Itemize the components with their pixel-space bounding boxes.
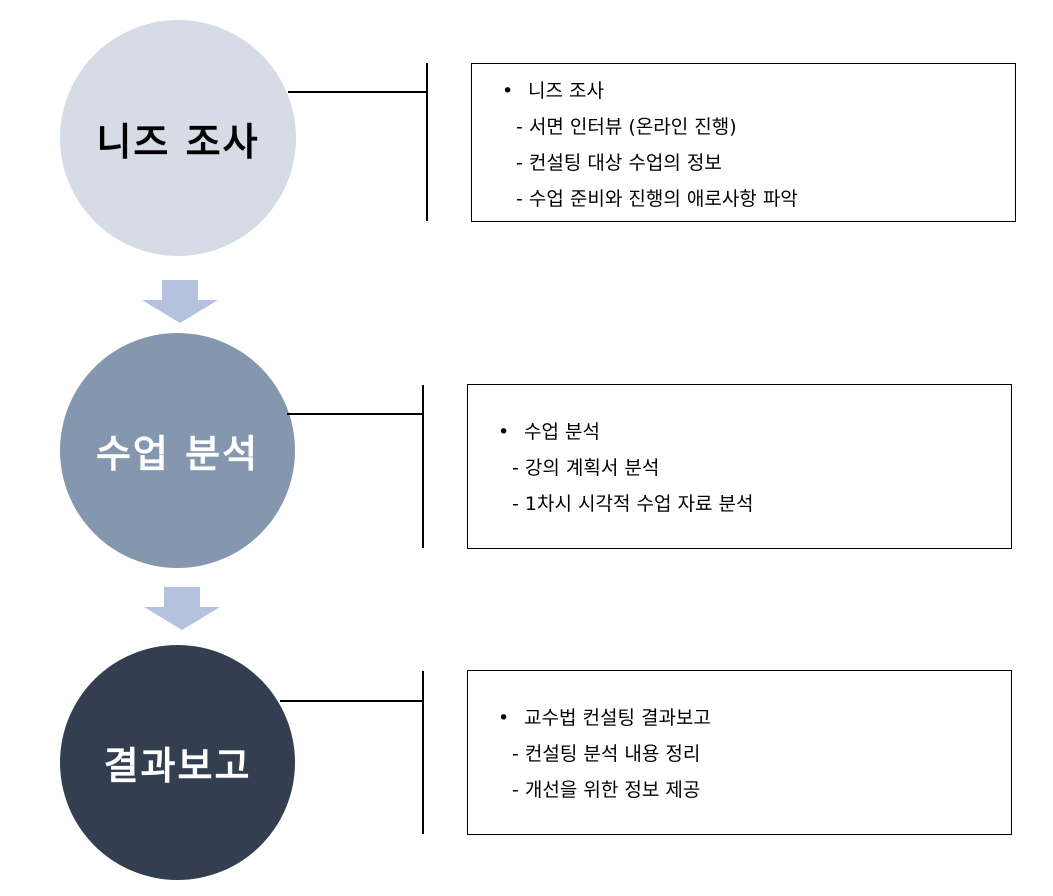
step-2-heading: 수업 분석 xyxy=(524,421,600,443)
step-3-item: - 컨설팅 분석 내용 정리 xyxy=(512,743,701,765)
step-2-item: - 1차시 시각적 수업 자료 분석 xyxy=(512,493,754,515)
bracket-2 xyxy=(422,385,424,548)
step-1-item: - 서면 인터뷰 (온라인 진행) xyxy=(516,116,737,138)
bracket-1 xyxy=(426,63,428,221)
step-2-details: • 수업 분석 - 강의 계획서 분석 - 1차시 시각적 수업 자료 분석 xyxy=(467,384,1012,549)
down-arrow-icon xyxy=(142,280,218,323)
bullet: • xyxy=(498,421,510,443)
step-3-heading: 교수법 컨설팅 결과보고 xyxy=(524,707,711,729)
step-3-circle: 결과보고 xyxy=(60,645,295,880)
down-arrow-icon xyxy=(144,587,220,630)
step-2-title: 수업 분석 xyxy=(95,432,260,476)
step-1-heading: 니즈 조사 xyxy=(528,80,604,102)
step-1-item: - 컨설팅 대상 수업의 정보 xyxy=(516,152,722,174)
bracket-3 xyxy=(422,671,424,834)
step-1-details: • 니즈 조사 - 서면 인터뷰 (온라인 진행) - 컨설팅 대상 수업의 정… xyxy=(471,63,1016,222)
step-1-item: - 수업 준비와 진행의 애로사항 파악 xyxy=(516,188,798,210)
step-3-title: 결과보고 xyxy=(103,744,252,788)
bullet: • xyxy=(498,707,510,729)
bullet: • xyxy=(502,80,514,102)
step-2-circle: 수업 분석 xyxy=(60,333,295,568)
connector-2 xyxy=(287,413,424,415)
connector-1 xyxy=(288,91,428,93)
step-1-title: 니즈 조사 xyxy=(96,119,260,164)
step-3-details: • 교수법 컨설팅 결과보고 - 컨설팅 분석 내용 정리 - 개선을 위한 정… xyxy=(467,670,1012,835)
step-3-item: - 개선을 위한 정보 제공 xyxy=(512,779,701,801)
step-1-circle: 니즈 조사 xyxy=(60,20,296,256)
connector-3 xyxy=(280,700,424,702)
step-2-item: - 강의 계획서 분석 xyxy=(512,457,660,479)
